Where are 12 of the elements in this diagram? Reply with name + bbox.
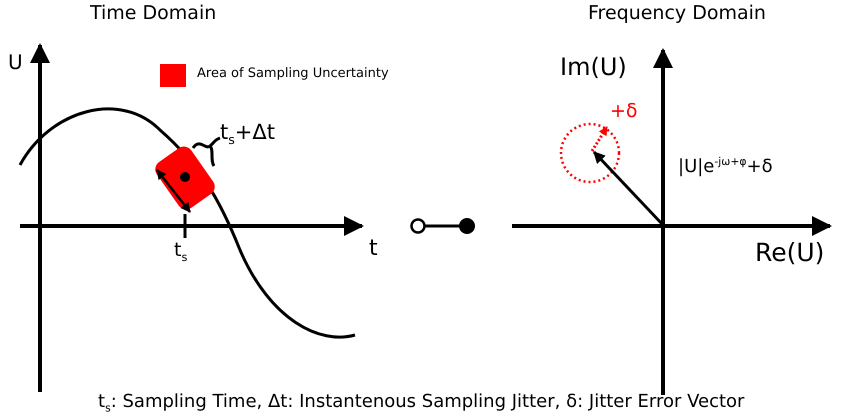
annotation: t$_{s}$+Δt — [220, 122, 275, 143]
legend-text: Area of Sampling Uncertainty — [197, 67, 389, 80]
panel-title: Time Domain — [90, 4, 216, 23]
tick-label: t$_{s}$ — [174, 241, 188, 260]
formula: |U|e$^{-jω+φ}$+δ — [678, 158, 773, 176]
caption: t$_{s}$: Sampling Time, Δt: Instantenous Sampling Jitter, δ: Jitter Error Vector — [98, 393, 744, 411]
panel-title: Frequency Domain — [588, 4, 766, 23]
axis-label: Im(U) — [560, 55, 627, 79]
axis-label: t — [369, 238, 378, 260]
annotation: +δ — [610, 102, 638, 121]
axis-label: U — [8, 52, 23, 72]
axis-label: Re(U) — [755, 240, 824, 265]
